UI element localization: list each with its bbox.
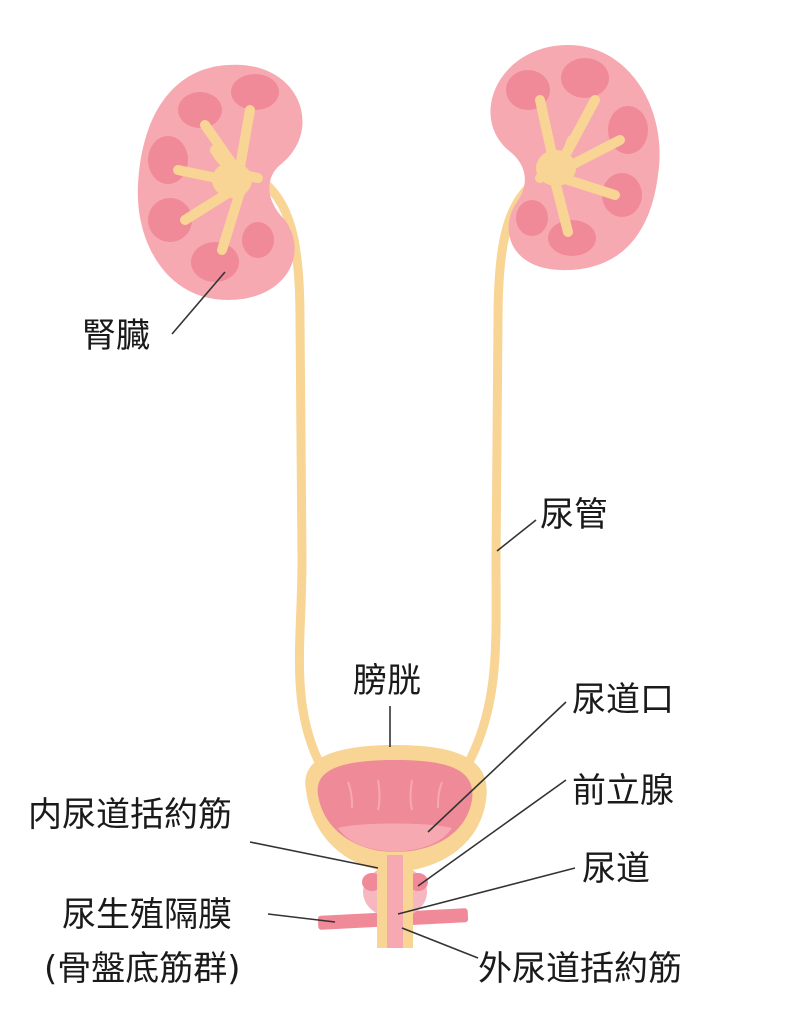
- label-ureteral-orifice: 尿道口: [572, 680, 674, 720]
- bladder: [305, 745, 487, 872]
- label-kidney: 腎臓: [82, 316, 150, 356]
- label-external-sphincter: 外尿道括約筋: [478, 949, 682, 989]
- right-ureter: [465, 173, 545, 765]
- right-kidney: [490, 45, 660, 271]
- leader-urethra: [397, 867, 576, 915]
- leader-ureteral-orifice: [427, 701, 567, 833]
- leader-internal-sphincter: [249, 841, 379, 869]
- label-urethra: 尿道: [582, 849, 650, 889]
- leader-prostate: [417, 779, 567, 887]
- label-prostate: 前立腺: [572, 771, 674, 811]
- label-urogenital-diaphragm: 尿生殖隔膜: [62, 895, 232, 935]
- leader-external-sphincter: [401, 927, 479, 959]
- leader-ureter: [496, 519, 537, 552]
- label-pelvic-floor: (骨盤底筋群): [44, 949, 241, 989]
- leader-urogenital-diaphragm: [267, 913, 336, 923]
- label-internal-sphincter: 内尿道括約筋: [28, 795, 232, 835]
- left-ureter: [253, 173, 323, 765]
- left-kidney: [137, 64, 303, 301]
- leader-kidney: [171, 271, 226, 335]
- label-ureter: 尿管: [540, 495, 608, 535]
- label-bladder: 膀胱: [353, 661, 421, 701]
- urethra: [377, 855, 413, 948]
